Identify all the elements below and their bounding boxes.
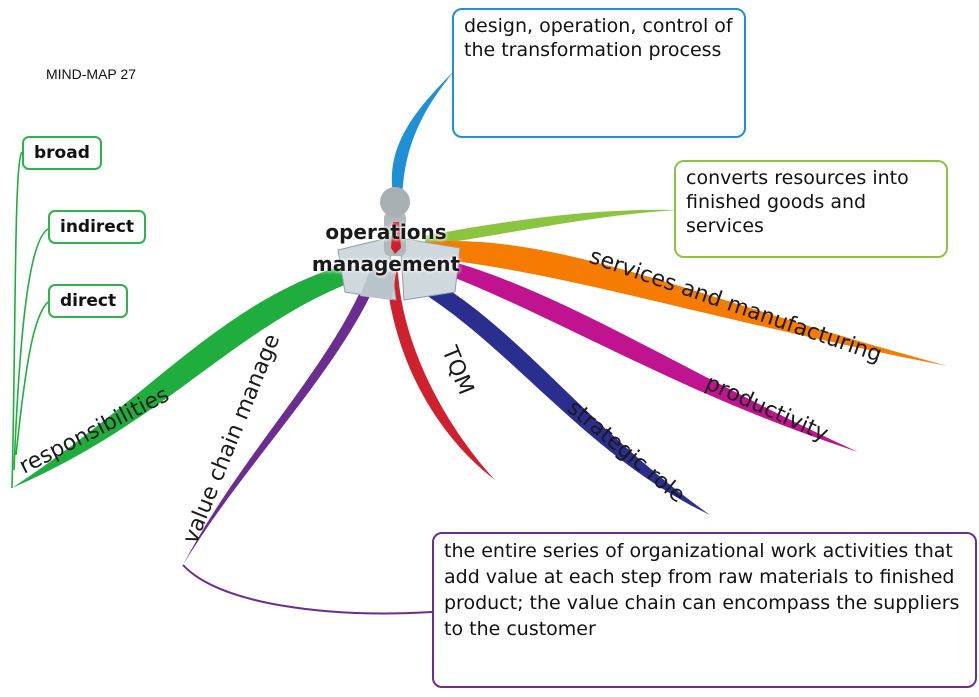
branch-tqm (386, 272, 495, 480)
central-topic: operations management (296, 216, 476, 280)
label-productivity: productivity (702, 371, 832, 447)
value-chain-definition-box: the entire series of organizational work… (432, 532, 977, 688)
central-topic-line2: management (311, 252, 461, 276)
converts-box-text: converts resources into finished goods a… (686, 167, 909, 237)
leaf-indirect: indirect (48, 210, 147, 244)
leaf-direct-label: direct (60, 291, 117, 311)
label-tqm: TQM (436, 342, 478, 398)
leaf-broad-label: broad (34, 143, 90, 163)
branch-strategic (418, 278, 710, 515)
leaf-connector-indirect (13, 228, 49, 471)
leaf-direct: direct (48, 284, 129, 318)
branch-services (425, 241, 948, 366)
value-chain-definition-text: the entire series of organizational work… (444, 540, 960, 640)
branch-responsibilities (12, 258, 370, 488)
leaf-indirect-label: indirect (60, 217, 135, 237)
branch-productivity (440, 258, 858, 452)
leaf-connector-direct (15, 301, 49, 456)
branch-converts (424, 209, 680, 246)
converts-box: converts resources into finished goods a… (674, 160, 948, 258)
leaf-broad: broad (22, 136, 102, 170)
map-title: MIND-MAP 27 (46, 66, 136, 82)
design-box: design, operation, control of the transf… (452, 8, 746, 138)
center-figure (337, 187, 461, 301)
branch-value-chain (183, 292, 372, 565)
value-chain-connector (182, 564, 433, 615)
central-topic-line1: operations (325, 220, 447, 244)
label-strategic: strategic role (562, 395, 690, 508)
design-box-text: design, operation, control of the transf… (464, 15, 733, 61)
leaf-connector-broad (11, 151, 23, 489)
label-responsibilities: responsibilities (15, 382, 173, 479)
branch-design (391, 70, 455, 200)
